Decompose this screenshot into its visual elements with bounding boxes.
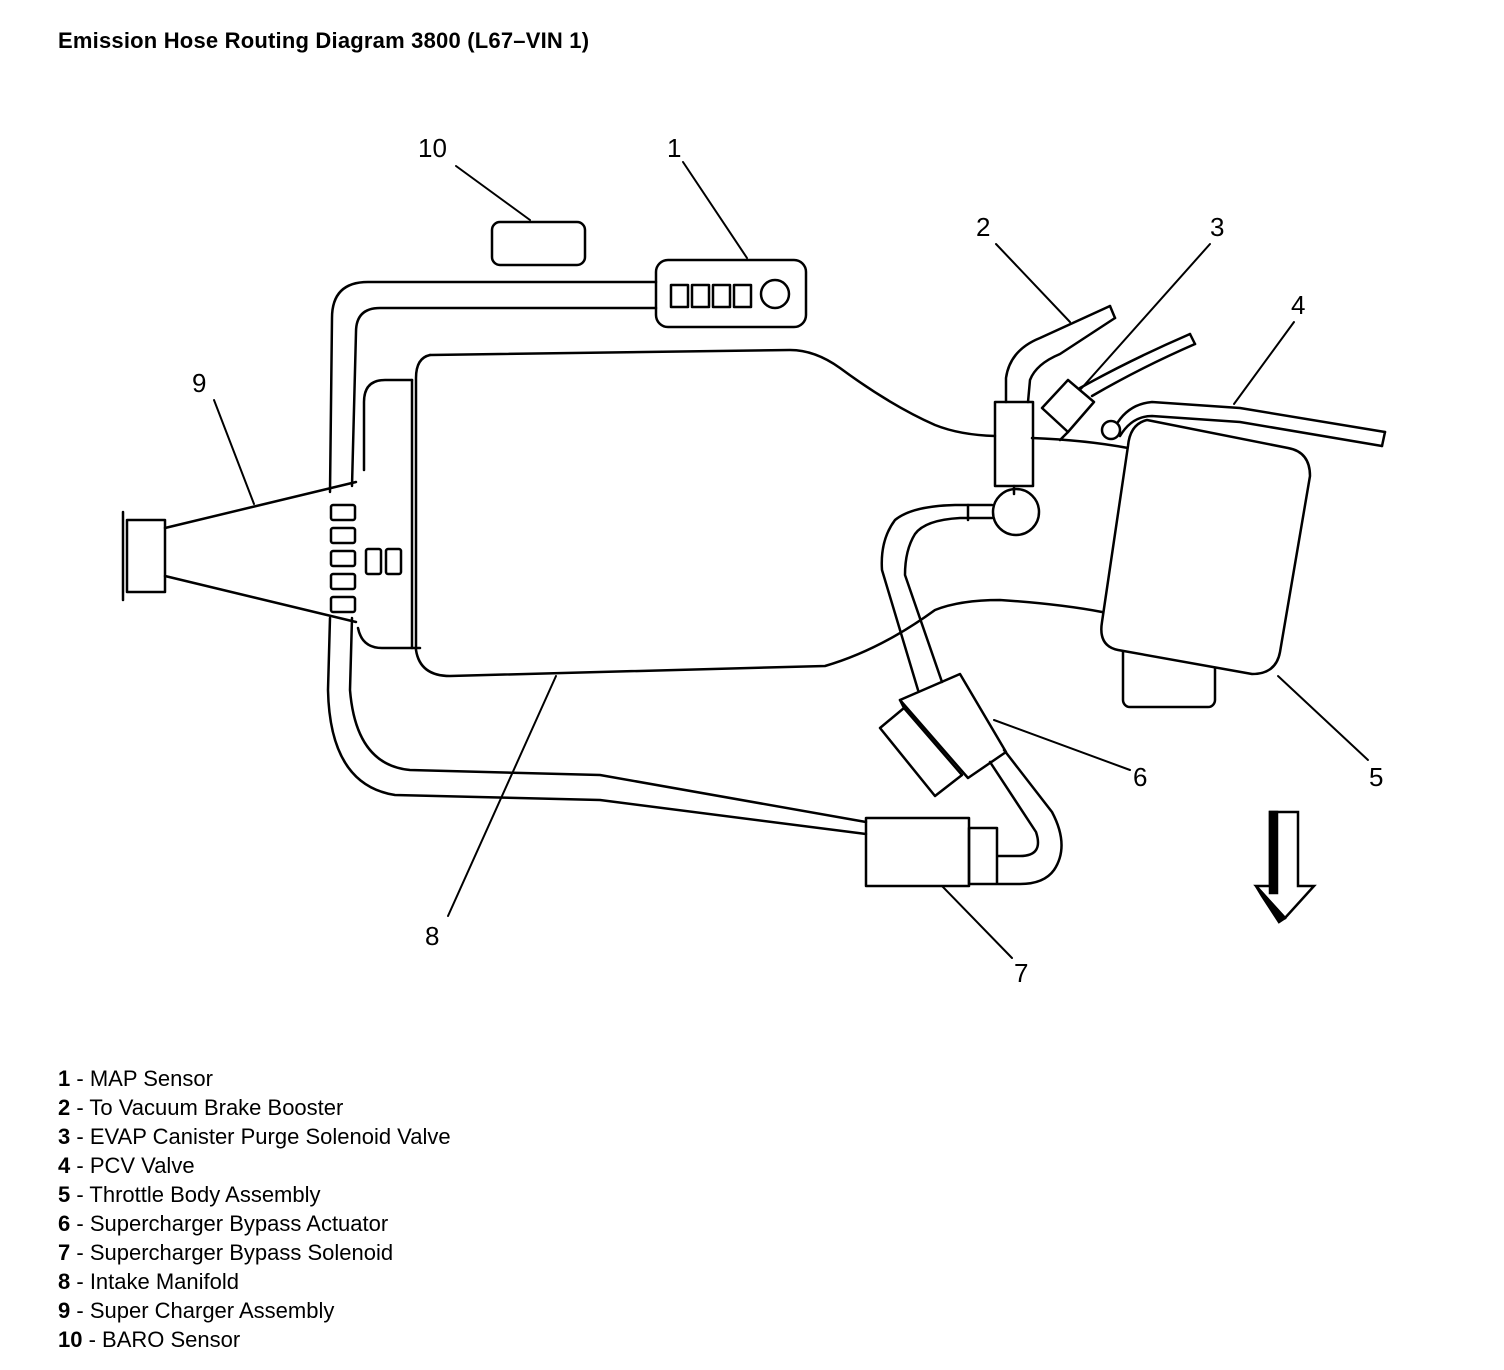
legend-number: 5: [58, 1182, 71, 1207]
legend-text: Supercharger Bypass Actuator: [89, 1211, 389, 1236]
legend-text: Throttle Body Assembly: [89, 1182, 321, 1207]
map-sensor: [654, 258, 808, 329]
callout-10: 10: [418, 133, 447, 163]
legend-number: 8: [58, 1269, 71, 1294]
baro-sensor: [490, 220, 587, 267]
legend-separator: -: [70, 1095, 90, 1120]
bypass-solenoid-hose: [326, 616, 868, 836]
legend-number: 6: [58, 1211, 71, 1236]
legend-number: 3: [58, 1124, 71, 1149]
callout-7: 7: [1014, 958, 1028, 988]
callout-2: 2: [976, 212, 990, 242]
legend-text: EVAP Canister Purge Solenoid Valve: [89, 1124, 451, 1149]
callout-6: 6: [1133, 762, 1147, 792]
legend-item: 6 - Supercharger Bypass Actuator: [58, 1209, 451, 1238]
callout-3: 3: [1210, 212, 1224, 242]
legend-separator: -: [70, 1211, 90, 1236]
throttle-body-assembly: [1100, 418, 1312, 709]
legend-number: 4: [58, 1153, 71, 1178]
page-title: Emission Hose Routing Diagram 3800 (L67–…: [58, 28, 590, 53]
callout-1: 1: [667, 133, 681, 163]
legend-text: BARO Sensor: [102, 1327, 241, 1352]
legend-item: 5 - Throttle Body Assembly: [58, 1180, 451, 1209]
legend-item: 3 - EVAP Canister Purge Solenoid Valve: [58, 1122, 451, 1151]
legend-separator: -: [70, 1182, 90, 1207]
component-legend: 1 - MAP Sensor 2 - To Vacuum Brake Boost…: [58, 1064, 451, 1354]
legend-item: 2 - To Vacuum Brake Booster: [58, 1093, 451, 1122]
legend-number: 1: [58, 1066, 71, 1091]
callout-5: 5: [1369, 762, 1383, 792]
legend-item: 10 - BARO Sensor: [58, 1325, 451, 1354]
vacuum-hose-map: [328, 280, 658, 494]
legend-separator: -: [70, 1153, 90, 1178]
legend-item: 9 - Super Charger Assembly: [58, 1296, 451, 1325]
hose-routing-diagram: 10 1 2 3 4 9 6 5 8 7: [121, 133, 1387, 988]
evap-purge-solenoid: [1040, 332, 1197, 442]
legend-item: 1 - MAP Sensor: [58, 1064, 451, 1093]
legend-text: Intake Manifold: [89, 1269, 240, 1294]
legend-text: To Vacuum Brake Booster: [89, 1095, 344, 1120]
legend-text: PCV Valve: [89, 1153, 195, 1178]
callout-4: 4: [1291, 290, 1305, 320]
actuator-to-solenoid-hose: [988, 748, 1063, 886]
legend-separator: -: [70, 1124, 90, 1149]
legend-separator: -: [70, 1066, 90, 1091]
legend-separator: -: [70, 1269, 90, 1294]
callout-8: 8: [425, 921, 439, 951]
intake-manifold: [356, 348, 1130, 678]
legend-number: 9: [58, 1298, 71, 1323]
legend-text: MAP Sensor: [89, 1066, 213, 1091]
legend-number: 2: [58, 1095, 71, 1120]
legend-number: 7: [58, 1240, 71, 1265]
supercharger-assembly: [121, 480, 403, 624]
brake-booster-hose: [991, 304, 1117, 537]
legend-separator: -: [70, 1298, 90, 1323]
legend-item: 8 - Intake Manifold: [58, 1267, 451, 1296]
legend-item: 7 - Supercharger Bypass Solenoid: [58, 1238, 451, 1267]
pcv-valve: [1100, 400, 1387, 448]
legend-separator: -: [70, 1240, 90, 1265]
bypass-actuator-hose: [880, 503, 994, 692]
leader-lines: [213, 161, 1369, 959]
arrow-down-icon: [1253, 810, 1317, 924]
supercharger-bypass-actuator: [878, 672, 1008, 798]
supercharger-bypass-solenoid: [864, 816, 999, 888]
legend-number: 10: [58, 1327, 83, 1352]
callout-9: 9: [192, 368, 206, 398]
legend-item: 4 - PCV Valve: [58, 1151, 451, 1180]
legend-text: Supercharger Bypass Solenoid: [89, 1240, 394, 1265]
legend-separator: -: [82, 1327, 103, 1352]
legend-text: Super Charger Assembly: [89, 1298, 335, 1323]
